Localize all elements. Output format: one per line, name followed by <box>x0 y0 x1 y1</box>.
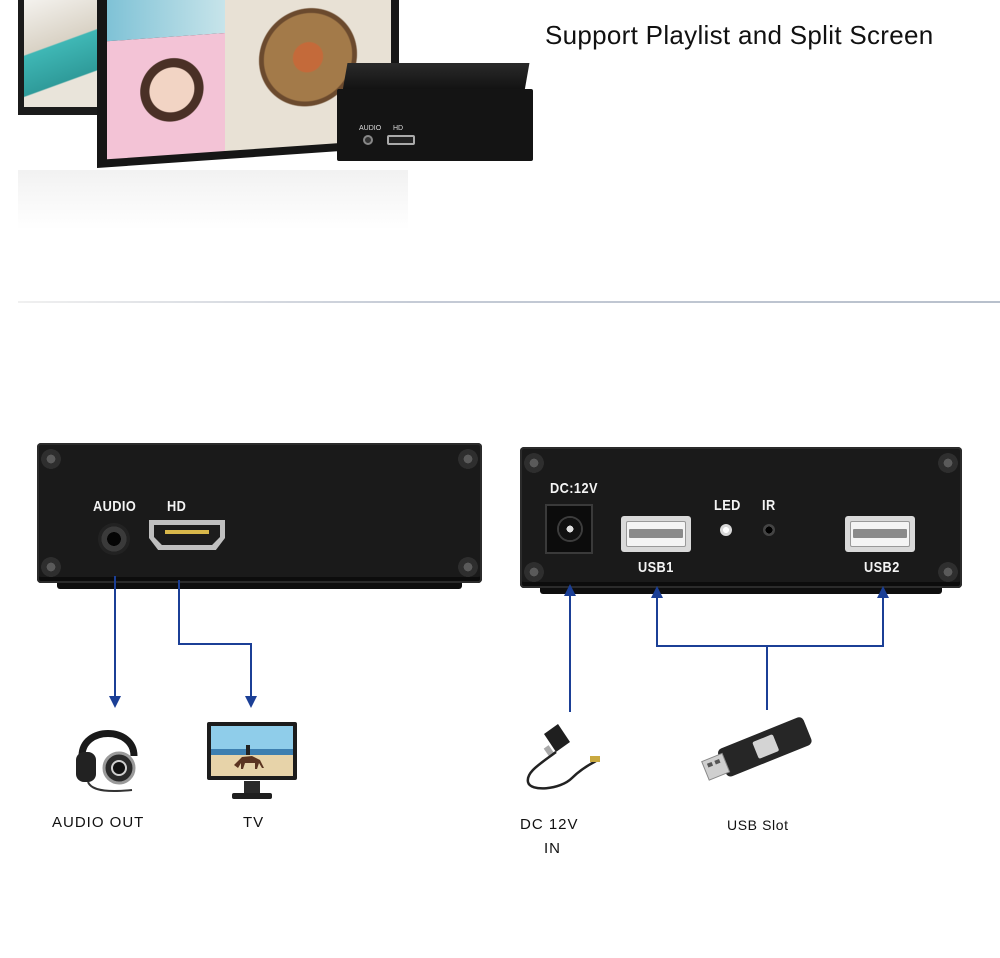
usb1-port <box>621 516 691 552</box>
arrow-up-icon <box>877 586 889 598</box>
minibox-audio-label: AUDIO <box>359 125 382 132</box>
usb-connector-line <box>766 645 768 710</box>
hdmi-port <box>149 520 225 550</box>
usb2-port <box>845 516 915 552</box>
tv-monitor-icon <box>207 722 297 799</box>
dc-port-label: DC:12V <box>550 480 598 497</box>
hd-connector-line <box>250 643 252 698</box>
display-reflection <box>18 170 408 230</box>
audio-port-label: AUDIO <box>93 498 137 515</box>
screw-icon <box>41 557 61 577</box>
usb-connector-line <box>882 596 884 646</box>
ir-label: IR <box>762 497 776 514</box>
split-pane-portrait <box>107 33 225 160</box>
ir-receiver <box>763 524 775 536</box>
hd-connector-line <box>178 580 180 644</box>
headphones-icon <box>76 730 138 792</box>
screw-icon <box>458 449 478 469</box>
dc-power-jack <box>545 504 593 554</box>
headline: Support Playlist and Split Screen <box>545 20 934 50</box>
led-indicator <box>720 524 732 536</box>
dc-in-caption-line1: DC 12V <box>520 816 579 833</box>
dc-connector-line <box>569 594 571 712</box>
screw-icon <box>458 557 478 577</box>
promo-banner: AUDIO HD Support Playlist and Split Scre… <box>0 0 1000 300</box>
usb-connector-line <box>656 645 884 647</box>
usb1-label: USB1 <box>638 559 674 576</box>
rear-panel: DC:12V USB1 LED IR USB2 <box>520 447 962 594</box>
minibox-hdmi-port <box>387 135 415 145</box>
usb2-label: USB2 <box>864 559 900 576</box>
screw-icon <box>524 562 544 582</box>
led-label: LED <box>714 497 741 514</box>
power-adapter-icon <box>526 724 600 790</box>
screw-icon <box>938 562 958 582</box>
arrow-up-icon <box>651 586 663 598</box>
usb-connector-line <box>656 596 658 646</box>
arrow-down-icon <box>109 696 121 708</box>
usb-slot-caption: USB Slot <box>727 817 789 833</box>
audio-connector-line <box>114 576 116 698</box>
screw-icon <box>41 449 61 469</box>
section-divider <box>18 301 1000 303</box>
screw-icon <box>938 453 958 473</box>
hd-connector-line <box>178 643 252 645</box>
arrow-down-icon <box>245 696 257 708</box>
minibox-hd-label: HD <box>393 125 404 132</box>
audio-jack <box>98 523 130 555</box>
tv-caption: TV <box>243 814 265 831</box>
dc-in-caption-line2: IN <box>544 840 561 857</box>
player-box-image: AUDIO HD <box>337 63 533 165</box>
minibox-audio-jack <box>363 135 373 145</box>
screw-icon <box>524 453 544 473</box>
audio-out-caption: AUDIO OUT <box>52 814 145 831</box>
arrow-up-icon <box>564 584 576 596</box>
usb-flash-drive-icon <box>701 717 812 781</box>
front-panel: AUDIO HD <box>37 443 482 589</box>
hd-port-label: HD <box>167 498 187 515</box>
